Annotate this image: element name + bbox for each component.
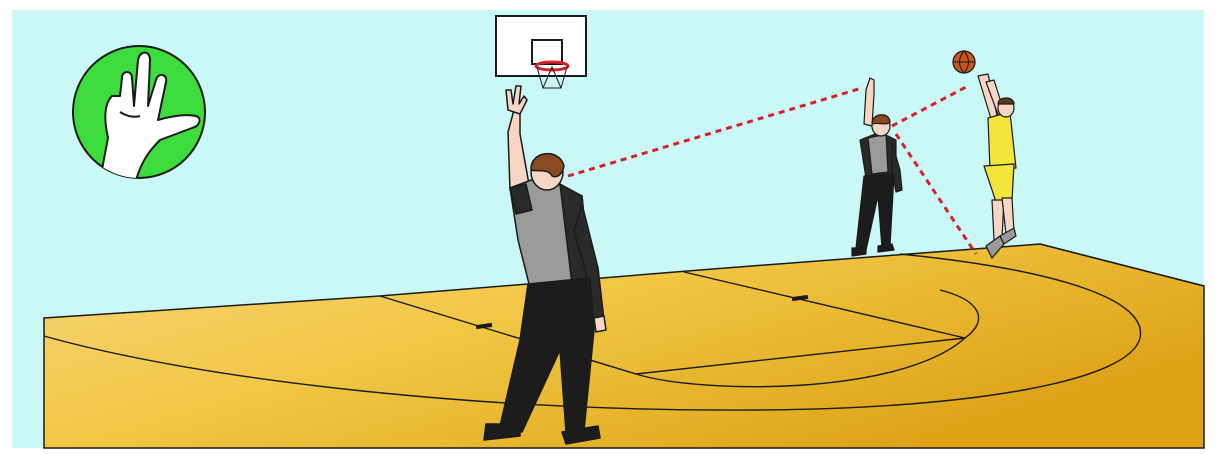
- ball-icon: [953, 51, 975, 73]
- three-fingers-hand-signal-icon: [73, 46, 205, 180]
- backboard-icon: [496, 16, 586, 76]
